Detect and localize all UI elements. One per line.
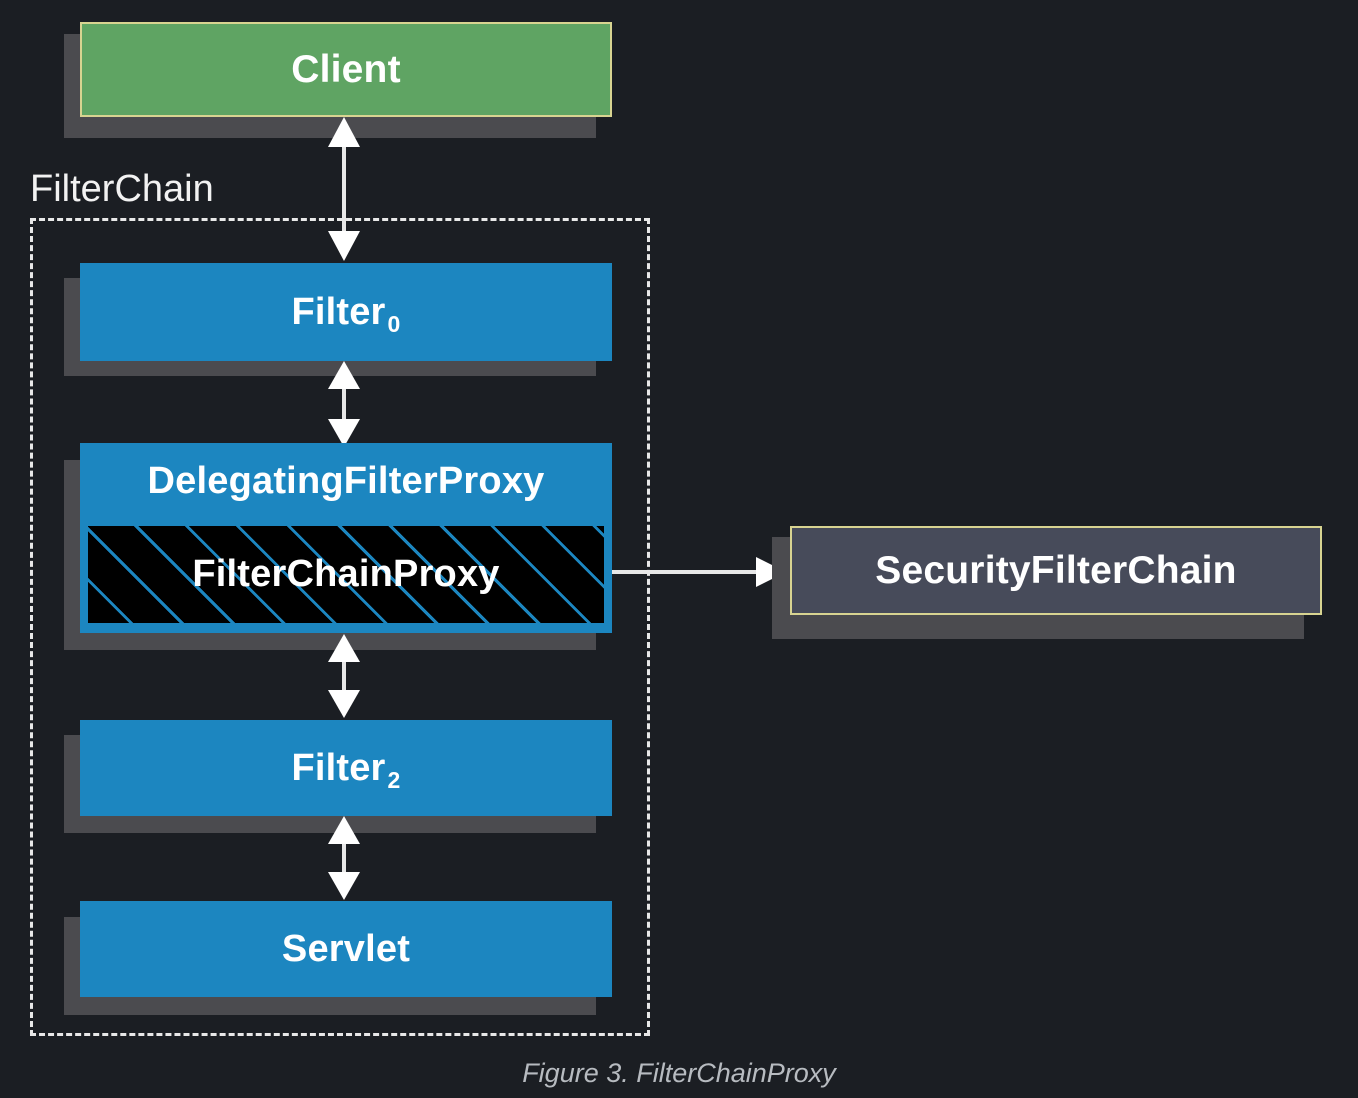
edge-filter2-to-servlet (328, 816, 360, 900)
node-client[interactable]: Client (80, 22, 612, 117)
filterchain-group-boundary (30, 218, 650, 1036)
node-filter-chain-proxy-label: FilterChainProxy (192, 553, 500, 595)
node-servlet[interactable]: Servlet (80, 901, 612, 997)
node-filter-chain-proxy[interactable]: FilterChainProxy (86, 524, 606, 625)
node-security-filter-chain-label: SecurityFilterChain (875, 548, 1237, 592)
node-delegating-filter-proxy[interactable]: DelegatingFilterProxy FilterChainProxy (80, 443, 612, 633)
edge-client-to-filter0 (328, 117, 360, 261)
node-filter-2-label: Filter (291, 746, 386, 789)
node-client-label: Client (291, 47, 401, 91)
figure-caption: Figure 3. FilterChainProxy (522, 1058, 836, 1088)
edge-delegatingfilterproxy-to-filter2 (328, 634, 360, 718)
filterchain-group-label: FilterChain (30, 168, 214, 210)
edge-filterchainproxy-to-securityfilterchain (612, 557, 786, 587)
node-filter-2-subscript: 2 (387, 766, 401, 793)
node-delegating-filter-proxy-label: DelegatingFilterProxy (147, 459, 545, 502)
node-filter-0-label: Filter (291, 290, 386, 333)
node-servlet-label: Servlet (281, 927, 411, 970)
edge-filter0-to-delegatingfilterproxy (328, 361, 360, 447)
node-filter-0-subscript: 0 (387, 310, 401, 337)
node-security-filter-chain[interactable]: SecurityFilterChain (790, 526, 1322, 615)
